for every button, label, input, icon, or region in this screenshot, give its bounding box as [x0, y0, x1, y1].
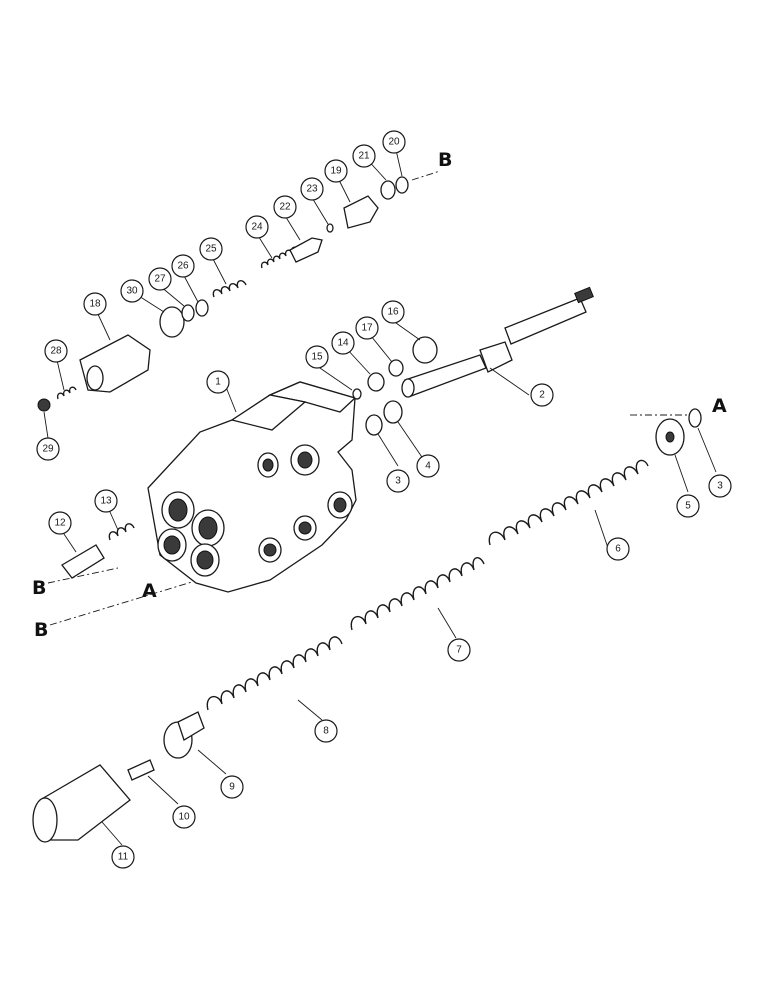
ref-b-left-lower: B — [34, 619, 48, 641]
svg-text:30: 30 — [126, 286, 138, 297]
svg-text:26: 26 — [177, 261, 189, 272]
svg-text:11: 11 — [118, 852, 129, 863]
svg-text:8: 8 — [323, 726, 329, 737]
callout-22: 22 — [273, 195, 297, 219]
callout-14: 14 — [331, 331, 355, 355]
leader-lines — [43, 149, 717, 846]
callouts: 1 2 3 3 4 5 6 7 8 9 10 11 12 13 14 15 16… — [36, 130, 732, 869]
callout-25: 25 — [199, 237, 223, 261]
callout-3-right: 3 — [708, 474, 732, 498]
callout-7: 7 — [447, 638, 471, 662]
ref-b-top: B — [438, 149, 452, 171]
callout-12: 12 — [48, 511, 72, 535]
svg-text:24: 24 — [251, 222, 263, 233]
svg-text:22: 22 — [279, 202, 291, 213]
svg-text:7: 7 — [456, 645, 462, 656]
svg-text:2: 2 — [539, 390, 545, 401]
ref-b-left-upper: B — [32, 577, 46, 599]
svg-text:1: 1 — [215, 377, 221, 388]
callout-15: 15 — [305, 345, 329, 369]
callout-4: 4 — [416, 454, 440, 478]
svg-text:20: 20 — [388, 137, 400, 148]
callout-10: 10 — [172, 805, 196, 829]
reference-letters: B A B A B — [32, 149, 727, 641]
svg-text:19: 19 — [330, 166, 342, 177]
svg-text:23: 23 — [306, 184, 318, 195]
callout-26: 26 — [171, 254, 195, 278]
callout-3-left: 3 — [386, 469, 410, 493]
svg-text:3: 3 — [717, 481, 723, 492]
ref-a-right: A — [712, 395, 727, 417]
callout-11: 11 — [111, 845, 135, 869]
callout-16: 16 — [381, 300, 405, 324]
callout-21: 21 — [352, 144, 376, 168]
callout-1: 1 — [206, 370, 230, 394]
callout-29: 29 — [36, 437, 60, 461]
callout-27: 27 — [148, 267, 172, 291]
callout-9: 9 — [220, 775, 244, 799]
svg-text:14: 14 — [337, 338, 349, 349]
ref-a-left: A — [142, 580, 157, 602]
svg-text:25: 25 — [205, 244, 217, 255]
svg-text:16: 16 — [387, 307, 399, 318]
svg-text:29: 29 — [42, 444, 54, 455]
svg-text:4: 4 — [425, 461, 431, 472]
callout-17: 17 — [355, 316, 379, 340]
svg-text:9: 9 — [229, 782, 235, 793]
callout-20: 20 — [382, 130, 406, 154]
svg-text:12: 12 — [54, 518, 66, 529]
callout-6: 6 — [606, 537, 630, 561]
callout-5: 5 — [676, 494, 700, 518]
fittings — [32, 176, 702, 843]
svg-text:13: 13 — [100, 496, 112, 507]
callout-8: 8 — [314, 719, 338, 743]
spool — [401, 286, 594, 398]
svg-text:6: 6 — [615, 544, 621, 555]
callout-24: 24 — [245, 215, 269, 239]
valve-body — [147, 381, 357, 593]
svg-text:28: 28 — [50, 346, 62, 357]
svg-text:10: 10 — [178, 812, 190, 823]
alignment-lines — [47, 170, 700, 626]
svg-text:17: 17 — [361, 323, 373, 334]
svg-text:3: 3 — [395, 476, 401, 487]
callout-18: 18 — [83, 292, 107, 316]
callout-13: 13 — [94, 489, 118, 513]
svg-text:5: 5 — [685, 501, 691, 512]
callout-2: 2 — [530, 383, 554, 407]
callout-19: 19 — [324, 159, 348, 183]
callout-23: 23 — [300, 177, 324, 201]
callout-30: 30 — [120, 279, 144, 303]
svg-text:15: 15 — [311, 352, 323, 363]
callout-28: 28 — [44, 339, 68, 363]
svg-text:27: 27 — [154, 274, 166, 285]
svg-text:18: 18 — [89, 299, 101, 310]
svg-text:21: 21 — [358, 151, 370, 162]
